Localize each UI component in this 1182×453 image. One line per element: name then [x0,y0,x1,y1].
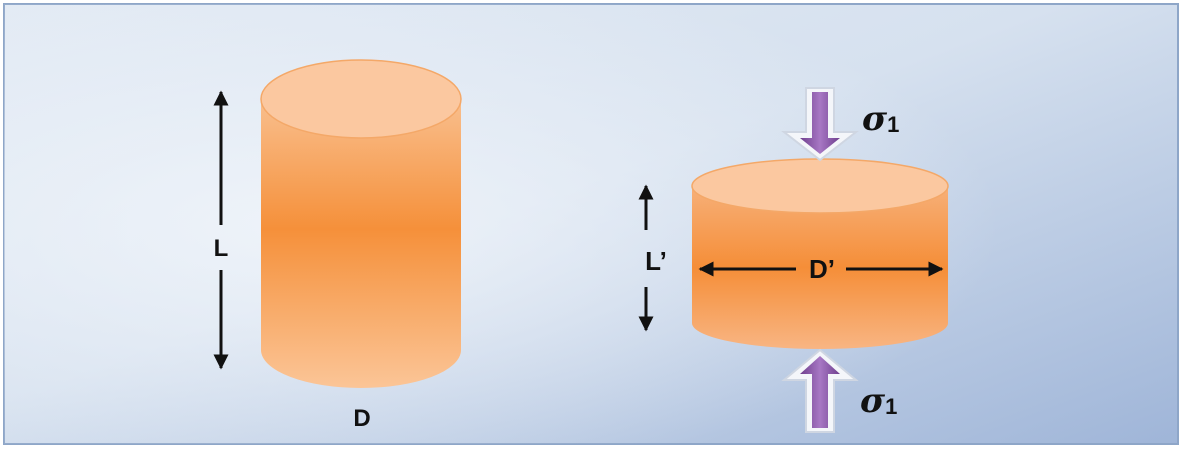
length-label: L [214,235,229,262]
original-cylinder [260,59,462,388]
bottom-stress-label: σ1 [860,381,897,421]
compressed-diameter-label: D’ [809,254,835,284]
compressed-cylinder [691,158,949,349]
top-stress-arrow [781,87,859,162]
compressed-length-label: L’ [645,246,667,276]
diameter-label: D [353,405,370,432]
top-stress-label: σ1 [862,99,899,139]
bottom-stress-arrow [781,348,859,433]
